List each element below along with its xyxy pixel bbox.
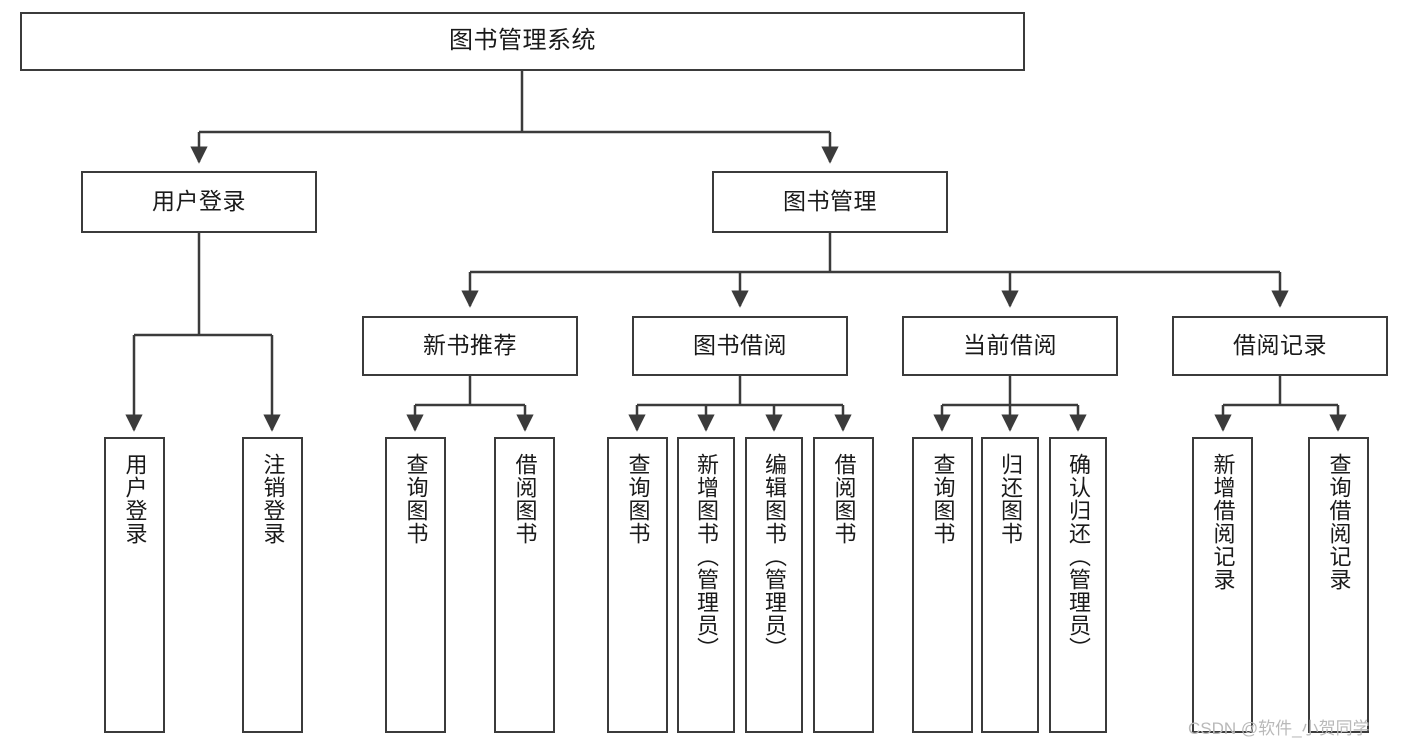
node-label: 借阅图书 xyxy=(512,453,538,545)
node-label: 当前借阅 xyxy=(963,332,1057,359)
node-book-management[interactable]: 图书管理 xyxy=(712,171,948,233)
node-leaf-confirm-return-admin[interactable]: 确认归还（管理员） xyxy=(1049,437,1107,733)
node-leaf-user-login[interactable]: 用户登录 xyxy=(104,437,165,733)
node-label: 新增图书（管理员） xyxy=(693,453,719,660)
node-label: 查询图书 xyxy=(625,453,651,545)
node-label: 借阅记录 xyxy=(1233,332,1327,359)
node-label: 用户登录 xyxy=(152,188,246,215)
node-label: 查询借阅记录 xyxy=(1326,453,1352,591)
node-new-book-recommendation[interactable]: 新书推荐 xyxy=(362,316,578,376)
node-label: 图书管理 xyxy=(783,188,877,215)
node-label: 查询图书 xyxy=(930,453,956,545)
node-user-login[interactable]: 用户登录 xyxy=(81,171,317,233)
node-leaf-logout[interactable]: 注销登录 xyxy=(242,437,303,733)
node-leaf-add-borrow-record[interactable]: 新增借阅记录 xyxy=(1192,437,1253,733)
node-leaf-query-book-2[interactable]: 查询图书 xyxy=(607,437,668,733)
node-label: 查询图书 xyxy=(403,453,429,545)
node-label: 用户登录 xyxy=(122,453,148,545)
node-label: 新书推荐 xyxy=(423,332,517,359)
node-label: 确认归还（管理员） xyxy=(1065,453,1091,660)
node-leaf-borrow-book-2[interactable]: 借阅图书 xyxy=(813,437,874,733)
node-label: 编辑图书（管理员） xyxy=(761,453,787,660)
node-leaf-query-book-3[interactable]: 查询图书 xyxy=(912,437,973,733)
node-leaf-return-book[interactable]: 归还图书 xyxy=(981,437,1039,733)
node-leaf-query-borrow-record[interactable]: 查询借阅记录 xyxy=(1308,437,1369,733)
node-book-borrowing[interactable]: 图书借阅 xyxy=(632,316,848,376)
node-leaf-borrow-book-1[interactable]: 借阅图书 xyxy=(494,437,555,733)
node-label: 新增借阅记录 xyxy=(1210,453,1236,591)
node-leaf-edit-book-admin[interactable]: 编辑图书（管理员） xyxy=(745,437,803,733)
node-label: 注销登录 xyxy=(260,453,286,545)
node-leaf-add-book-admin[interactable]: 新增图书（管理员） xyxy=(677,437,735,733)
node-label: 图书借阅 xyxy=(693,332,787,359)
node-borrowing-record[interactable]: 借阅记录 xyxy=(1172,316,1388,376)
node-current-borrowing[interactable]: 当前借阅 xyxy=(902,316,1118,376)
node-root-book-management-system[interactable]: 图书管理系统 xyxy=(20,12,1025,71)
node-label: 图书管理系统 xyxy=(449,27,596,55)
node-leaf-query-book-1[interactable]: 查询图书 xyxy=(385,437,446,733)
node-label: 归还图书 xyxy=(997,453,1023,545)
node-label: 借阅图书 xyxy=(831,453,857,545)
